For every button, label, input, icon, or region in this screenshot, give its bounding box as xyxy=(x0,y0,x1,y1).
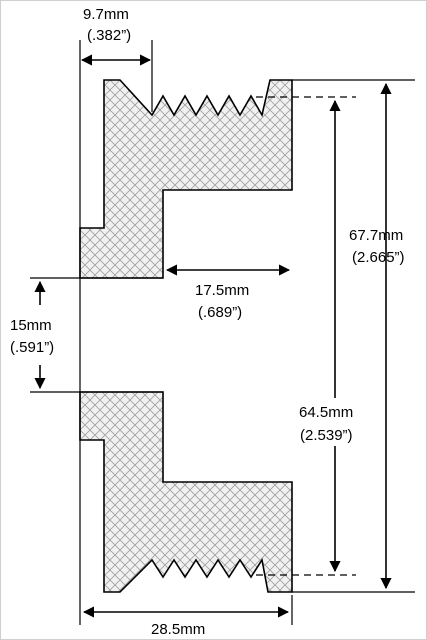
groove-depth-inch: (.382”) xyxy=(87,27,131,44)
groove-diameter-label-bg xyxy=(296,398,378,446)
overall-diameter-inch: (2.665”) xyxy=(352,249,405,266)
lower-section xyxy=(79,391,293,593)
groove-diameter-mm: 64.5mm xyxy=(299,404,353,421)
upper-section xyxy=(79,79,293,279)
bore-depth-mm: 17.5mm xyxy=(195,282,249,299)
bore-diameter-mm: 15mm xyxy=(10,317,52,334)
overall-width-mm: 28.5mm xyxy=(151,621,205,638)
groove-diameter-inch: (2.539”) xyxy=(300,427,353,444)
overall-diameter-mm: 67.7mm xyxy=(349,227,403,244)
bore-diameter-inch: (.591”) xyxy=(10,339,54,356)
bore-depth-inch: (.689”) xyxy=(198,304,242,321)
groove-depth-mm: 9.7mm xyxy=(83,6,129,23)
